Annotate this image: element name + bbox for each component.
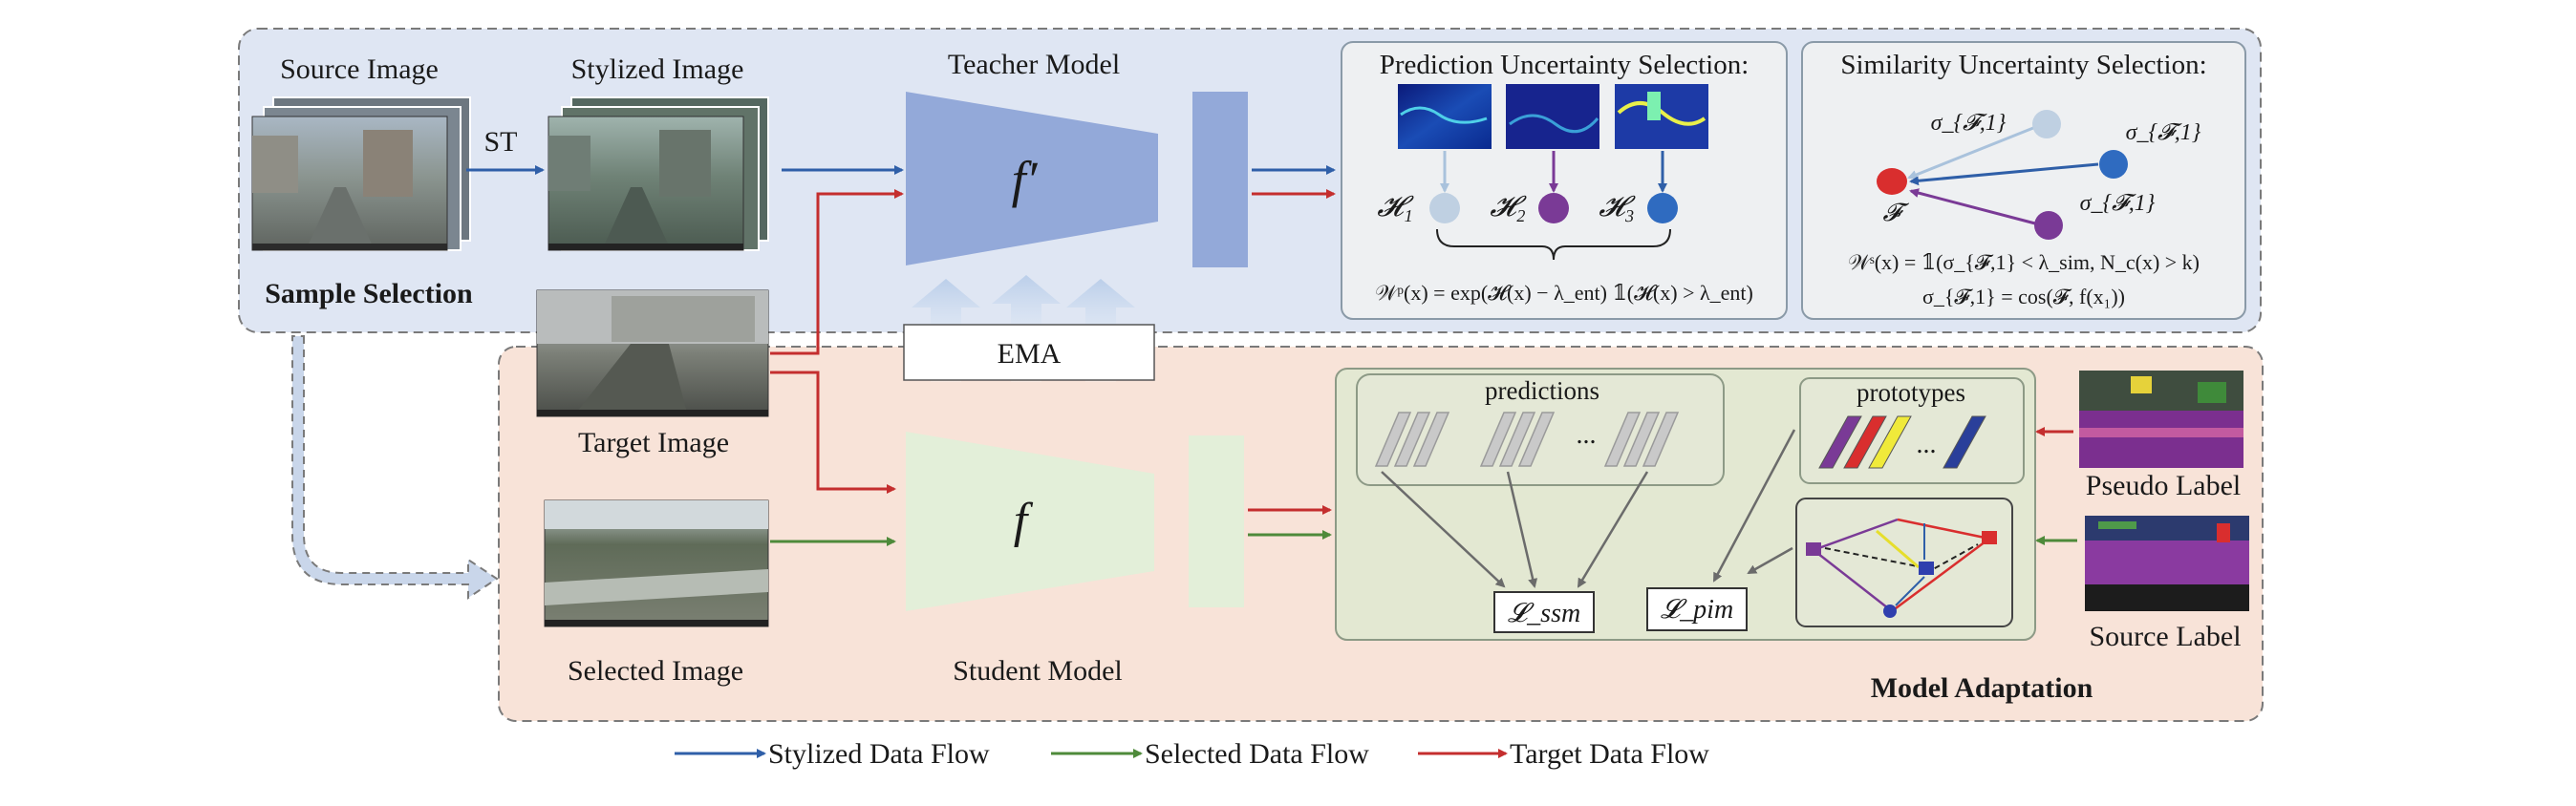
ema-label: EMA xyxy=(998,338,1062,370)
prototype-bars xyxy=(1818,415,1986,469)
sigma-label-1: σ_{𝓕,1} xyxy=(1931,111,2007,136)
source-image-label: Source Image xyxy=(280,53,439,85)
teacher-model-block xyxy=(906,92,1158,265)
teacher-model-symbol: f′ xyxy=(1012,151,1039,208)
student-output-bar xyxy=(1189,435,1244,607)
h2-label: 𝓗₂ xyxy=(1490,191,1527,223)
prediction-weight-formula: 𝒲ᵖ(x) = exp(𝓗(x) − λ_ent) 𝟙(𝓗(x) > λ_ent… xyxy=(1375,281,1753,305)
legend-stylized-label: Stylized Data Flow xyxy=(768,738,990,770)
source-label-image xyxy=(2085,516,2249,611)
target-to-student-arrow xyxy=(770,371,896,494)
ssm-loss-box xyxy=(1493,591,1595,633)
pred-to-ssm-arrow-3 xyxy=(1577,471,1649,588)
sim-node-light xyxy=(2032,110,2061,138)
h1-label: 𝓗₁ xyxy=(1377,191,1414,223)
prototype-graph-box xyxy=(1795,498,2013,627)
proto-to-pim-arrow xyxy=(1712,429,1796,583)
prediction-bars xyxy=(1374,412,1680,467)
model-adaptation-title: Model Adaptation xyxy=(1871,672,2093,704)
legend: Stylized Data Flow Selected Data Flow Ta… xyxy=(675,738,1709,770)
selected-image xyxy=(544,499,769,627)
st-label: ST xyxy=(483,126,517,158)
stylized-image-stack xyxy=(547,96,769,251)
target-image xyxy=(536,289,769,417)
uncertainty-heatmaps xyxy=(1398,84,1708,149)
pseudo-label-image xyxy=(2079,371,2243,468)
prototypes-ellipsis: ... xyxy=(1917,430,1937,459)
legend-selected-label: Selected Data Flow xyxy=(1145,738,1369,770)
sim-node-purple xyxy=(2034,211,2063,240)
pseudo-label-label: Pseudo Label xyxy=(2086,470,2241,501)
selected-image-label: Selected Image xyxy=(568,655,743,687)
prototypes-label: prototypes xyxy=(1857,378,1965,407)
similarity-uncertainty-panel xyxy=(1801,41,2246,320)
pim-loss-label: 𝓛_pim xyxy=(1661,595,1733,625)
target-image-label: Target Image xyxy=(578,427,729,458)
ssm-loss-label: 𝓛_ssm xyxy=(1508,599,1580,628)
prediction-uncertainty-panel xyxy=(1341,41,1788,320)
h3-node xyxy=(1647,193,1678,223)
similarity-weight-formula: 𝒲ˢ(x) = 𝟙(σ_{𝓕,1} < λ_sim, N_c(x) > k) xyxy=(1848,250,2200,274)
student-model-label: Student Model xyxy=(953,655,1123,687)
predictions-label: predictions xyxy=(1485,376,1599,405)
h2-node xyxy=(1538,193,1569,223)
legend-target-label: Target Data Flow xyxy=(1510,738,1709,770)
sim-arrow-blue xyxy=(1909,162,2099,186)
sigma-label-2: σ_{𝓕,1} xyxy=(2126,120,2201,145)
pim-loss-box xyxy=(1646,587,1748,631)
sim-arrow-purple xyxy=(1909,188,2036,225)
feature-center-node xyxy=(1877,168,1907,195)
sim-arrow-light xyxy=(1907,126,2034,180)
target-to-teacher-arrow xyxy=(770,189,904,355)
teacher-model-label: Teacher Model xyxy=(948,49,1120,80)
sim-node-blue xyxy=(2099,150,2128,179)
prediction-uncertainty-title: Prediction Uncertainty Selection: xyxy=(1380,50,1750,80)
similarity-cos-formula: σ_{𝓕,1} = cos(𝓕, f(x₁)) xyxy=(1922,285,2125,308)
sample-selection-title: Sample Selection xyxy=(265,278,473,309)
source-label-label: Source Label xyxy=(2089,621,2241,652)
similarity-uncertainty-title: Similarity Uncertainty Selection: xyxy=(1840,50,2206,80)
h1-node xyxy=(1429,193,1460,223)
pred-to-ssm-arrow-1 xyxy=(1381,471,1506,588)
sigma-label-3: σ_{𝓕,1} xyxy=(2080,191,2156,216)
stylized-image-label: Stylized Image xyxy=(571,53,744,85)
source-image-stack xyxy=(251,96,471,251)
prototype-graph xyxy=(1806,518,1997,618)
teacher-output-bar xyxy=(1192,92,1248,267)
predictions-ellipsis: ... xyxy=(1577,420,1597,450)
ema-box xyxy=(903,324,1155,381)
entropy-brace xyxy=(1436,228,1671,261)
selection-flow-arrow xyxy=(291,335,499,600)
pred-to-ssm-arrow-2 xyxy=(1506,471,1538,588)
student-model-block xyxy=(906,432,1154,611)
graph-to-pim-arrow xyxy=(1747,546,1793,575)
h3-label: 𝓗₃ xyxy=(1599,191,1636,223)
